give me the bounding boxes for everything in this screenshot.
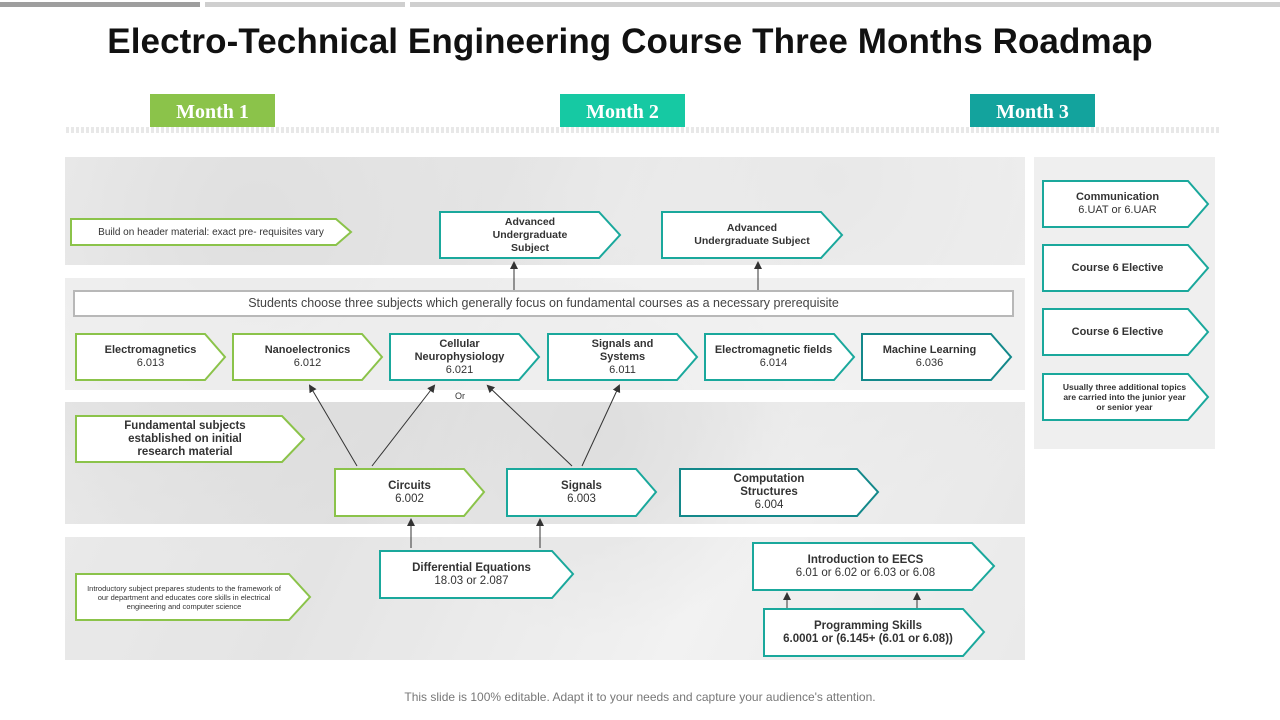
side-additional-text: Usually three additional topics are carr… — [1062, 382, 1187, 412]
subject-ml-name: Machine Learning — [882, 344, 977, 356]
side-additional-topics: Usually three additional topics are carr… — [1042, 373, 1210, 421]
subject-em-fields-code: 6.014 — [759, 357, 788, 369]
side-elective-2-text: Course 6 Elective — [1071, 325, 1164, 338]
fundamental-note-text: Fundamental subjects established on init… — [124, 419, 246, 458]
advanced-1-line-3: Subject — [511, 241, 549, 254]
subject-cellular-code: 6.021 — [445, 363, 474, 376]
core-computation-code: 6.004 — [754, 499, 784, 511]
page-title: Electro-Technical Engineering Course Thr… — [107, 22, 1153, 61]
subject-ml-code: 6.036 — [915, 357, 944, 369]
advanced-1-line-2: Undergraduate — [492, 228, 568, 241]
subject-electromagnetics-name: Electromagnetics — [104, 344, 197, 356]
side-elective-1: Course 6 Elective — [1042, 244, 1210, 292]
advanced-2-line-1: Advanced — [726, 222, 778, 234]
month-3-label: Month 3 — [970, 94, 1095, 130]
subject-electromagnetics-code: 6.013 — [136, 357, 165, 369]
subject-cellular-name: Cellular Neurophysiology — [414, 337, 505, 363]
top-bar-3 — [410, 2, 1280, 7]
programming-name: Programming Skills — [813, 619, 922, 632]
prerequisite-banner: Students choose three subjects which gen… — [73, 290, 1014, 317]
footer-note: This slide is 100% editable. Adapt it to… — [404, 690, 876, 704]
core-computation-name: Computation Structures — [733, 473, 805, 498]
subject-signals-systems-code: 6.011 — [609, 363, 636, 376]
side-communication-code: 6.UAT or 6.UAR — [1078, 204, 1157, 216]
subject-em-fields-name: Electromagnetic fields — [714, 344, 833, 356]
subject-nanoelectronics-code: 6.012 — [293, 357, 322, 369]
intro-note-box: Introductory subject prepares students t… — [75, 573, 312, 621]
subject-nanoelectronics-name: Nanoelectronics — [264, 344, 351, 356]
fundamental-note-box: Fundamental subjects established on init… — [75, 415, 306, 463]
diff-eq-code: 18.03 or 2.087 — [434, 574, 509, 587]
month-1-label: Month 1 — [150, 94, 275, 130]
month-divider — [66, 127, 1220, 133]
top-bar-1 — [0, 2, 200, 7]
advanced-2-line-2: Undergraduate Subject — [694, 235, 810, 247]
side-elective-2: Course 6 Elective — [1042, 308, 1210, 356]
advanced-1-line-1: Advanced — [504, 215, 556, 228]
core-circuits-name: Circuits — [388, 479, 431, 492]
header-note-text: Build on header material: exact pre- req… — [98, 226, 324, 238]
subject-signals-systems-name: Signals and Systems — [591, 337, 654, 363]
or-label: Or — [455, 391, 465, 401]
side-elective-1-text: Course 6 Elective — [1071, 261, 1164, 274]
intro-eecs-code: 6.01 or 6.02 or 6.03 or 6.08 — [795, 566, 936, 579]
core-circuits-code: 6.002 — [395, 492, 424, 505]
intro-eecs-name: Introduction to EECS — [807, 553, 924, 566]
top-bar-2 — [205, 2, 405, 7]
programming-code: 6.0001 or (6.145+ (6.01 or 6.08)) — [783, 632, 953, 645]
core-signals-name: Signals — [561, 479, 602, 492]
diff-eq-name: Differential Equations — [412, 561, 531, 574]
side-communication-name: Communication — [1075, 191, 1160, 203]
core-signals-code: 6.003 — [567, 492, 596, 505]
month-2-label: Month 2 — [560, 94, 685, 130]
intro-note-text: Introductory subject prepares students t… — [87, 583, 281, 611]
header-note-box: Build on header material: exact pre- req… — [70, 218, 353, 246]
